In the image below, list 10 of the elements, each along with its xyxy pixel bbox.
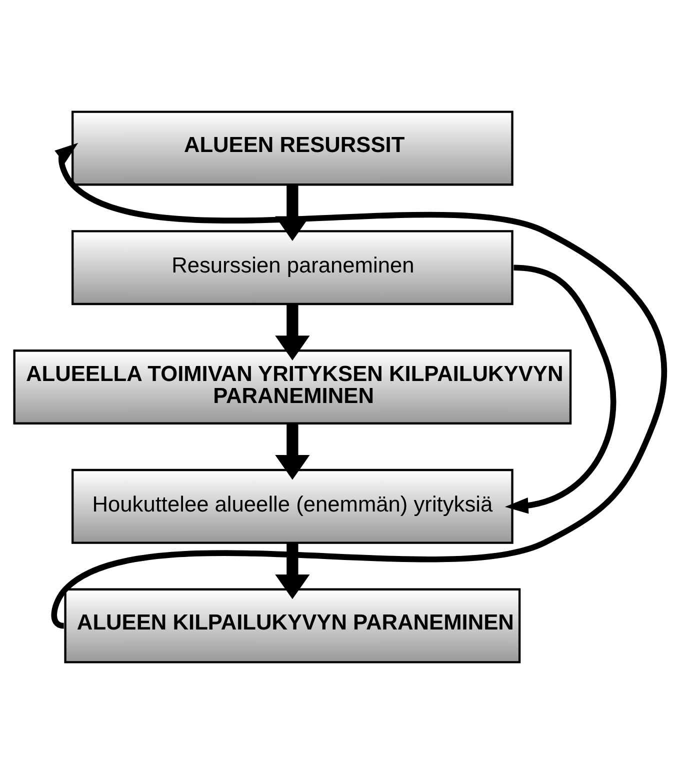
arrow	[504, 264, 616, 514]
node-box: ALUEELLA TOIMIVAN YRITYKSEN KILPAILUKYVYN PARANEMINEN	[13, 349, 572, 424]
node-box: Houkuttelee alueelle (enemmän) yrityksiä	[71, 468, 514, 544]
arrow	[275, 304, 310, 360]
arrow	[275, 422, 310, 480]
node-box: ALUEEN RESURSSIT	[71, 110, 514, 186]
arrow	[51, 142, 667, 628]
node-box: ALUEEN KILPAILUKYVYN PARANEMINEN	[64, 588, 521, 663]
arrow	[275, 542, 310, 599]
node-box: Resurssien paraneminen	[71, 230, 514, 305]
